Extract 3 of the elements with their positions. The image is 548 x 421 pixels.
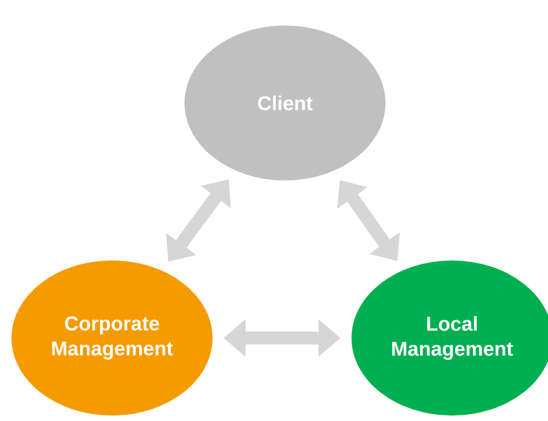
ellipse-node: Corporate Management bbox=[8, 258, 216, 418]
ellipse-node: Client bbox=[182, 22, 388, 184]
ellipse-node: Local Management bbox=[348, 258, 548, 418]
